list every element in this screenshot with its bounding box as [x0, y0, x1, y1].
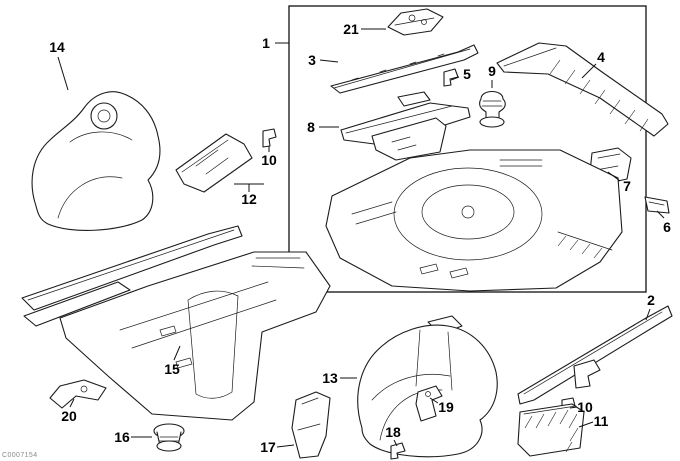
leader-line-6: [656, 210, 665, 219]
callout-10[interactable]: 10: [577, 399, 593, 415]
callout-1[interactable]: 1: [262, 35, 270, 51]
part-19-bracket-shape: [415, 385, 443, 422]
leader-line-20: [69, 398, 75, 408]
callout-13[interactable]: 13: [322, 370, 338, 386]
leader-line-4: [581, 63, 597, 79]
leader-line-18: [393, 439, 398, 447]
callout-2[interactable]: 2: [647, 292, 655, 308]
leader-line-10: [569, 406, 578, 409]
part-11-plate-shape: [517, 403, 585, 457]
part-20-bracket-shape: [49, 379, 107, 409]
leader-line-7: [607, 171, 621, 182]
part-12-plate-shape: [175, 133, 253, 193]
callout-4[interactable]: 4: [597, 49, 605, 65]
part-6-strip-shape: [644, 196, 670, 214]
callout-3[interactable]: 3: [308, 52, 316, 68]
callout-21[interactable]: 21: [343, 21, 359, 37]
callout-5[interactable]: 5: [463, 66, 471, 82]
part-16-buffer-shape: [153, 423, 185, 452]
callout-9[interactable]: 9: [488, 63, 496, 79]
assembly-box-outline: [288, 5, 647, 293]
leader-line-11: [578, 421, 594, 428]
part-13-wheel-housing-right-shape: [357, 315, 498, 458]
callout-18[interactable]: 18: [385, 424, 401, 440]
leader-line-19: [429, 397, 439, 404]
callout-20[interactable]: 20: [61, 408, 77, 424]
leader-lines: [57, 28, 665, 448]
leader-line-15: [173, 345, 181, 361]
callout-15[interactable]: 15: [164, 361, 180, 377]
callout-11[interactable]: 11: [593, 413, 609, 429]
part-10-clip-left-shape: [262, 128, 277, 148]
part-3-rail-shape: [330, 44, 479, 94]
watermark: C0007154: [2, 452, 38, 459]
callout-19[interactable]: 19: [438, 399, 454, 415]
callout-12[interactable]: 12: [241, 191, 257, 207]
part-15-floor-pan-shape: [21, 225, 331, 421]
callout-14[interactable]: 14: [49, 39, 65, 55]
callout-17[interactable]: 17: [260, 439, 276, 455]
leader-line-3: [319, 59, 339, 63]
part-2-rail-shape: [517, 305, 673, 405]
leader-line-17: [276, 444, 295, 448]
callout-10[interactable]: 10: [261, 152, 277, 168]
floor-panel-shape: [325, 149, 623, 292]
callout-8[interactable]: 8: [307, 119, 315, 135]
part-9-buffer-shape: [479, 90, 506, 128]
part-14-wheel-housing-left-shape: [31, 91, 161, 231]
part-8-crossmember-shape: [340, 91, 471, 161]
leader-line-14: [57, 56, 69, 91]
part-17-trim-shape: [291, 391, 331, 459]
part-5-clip-shape: [443, 68, 459, 87]
callout-6[interactable]: 6: [663, 219, 671, 235]
part-4-rear-panel-shape: [496, 42, 669, 137]
leader-line-5: [450, 76, 460, 81]
callout-7[interactable]: 7: [623, 178, 631, 194]
callout-16[interactable]: 16: [114, 429, 130, 445]
part-21-bracket-shape: [387, 8, 444, 36]
leader-line-2: [645, 308, 651, 321]
part-18-clip-shape: [390, 442, 406, 460]
